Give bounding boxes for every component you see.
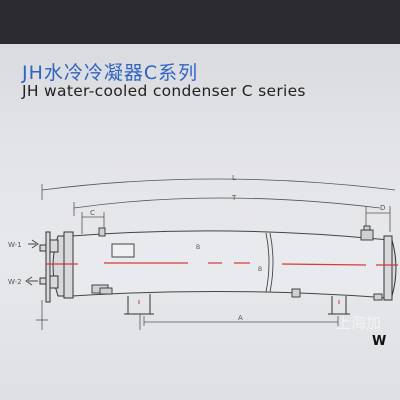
dimension-L <box>41 178 396 200</box>
background-sheet <box>0 44 400 400</box>
nameplate <box>111 243 135 258</box>
label-D: D <box>380 204 385 212</box>
label-L: L <box>232 174 236 182</box>
inlet-arrow <box>28 239 39 249</box>
outlet-arrow <box>25 276 38 286</box>
label-B-body: B <box>258 266 262 273</box>
label-W2: W-2 <box>8 278 22 286</box>
centerline <box>46 262 398 266</box>
bottom-fittings <box>91 284 383 301</box>
label-T: T <box>231 194 237 202</box>
title-chinese: JH水冷冷凝器C系列 <box>22 62 199 84</box>
leader-lines <box>36 300 141 330</box>
top-nozzles <box>98 225 374 241</box>
saddle-supports <box>124 294 350 315</box>
dimension-T <box>73 197 381 216</box>
left-head <box>39 231 74 303</box>
watermark-text: 上海加 <box>336 314 382 332</box>
label-W1: W-1 <box>8 241 22 249</box>
dimension-A <box>143 316 339 326</box>
label-B: B <box>196 244 200 251</box>
label-A: A <box>238 314 243 322</box>
right-head <box>383 235 397 301</box>
logo-fragment: W <box>372 334 387 349</box>
label-C: C <box>90 209 95 217</box>
title-english: JH water-cooled condenser C series <box>22 82 306 100</box>
